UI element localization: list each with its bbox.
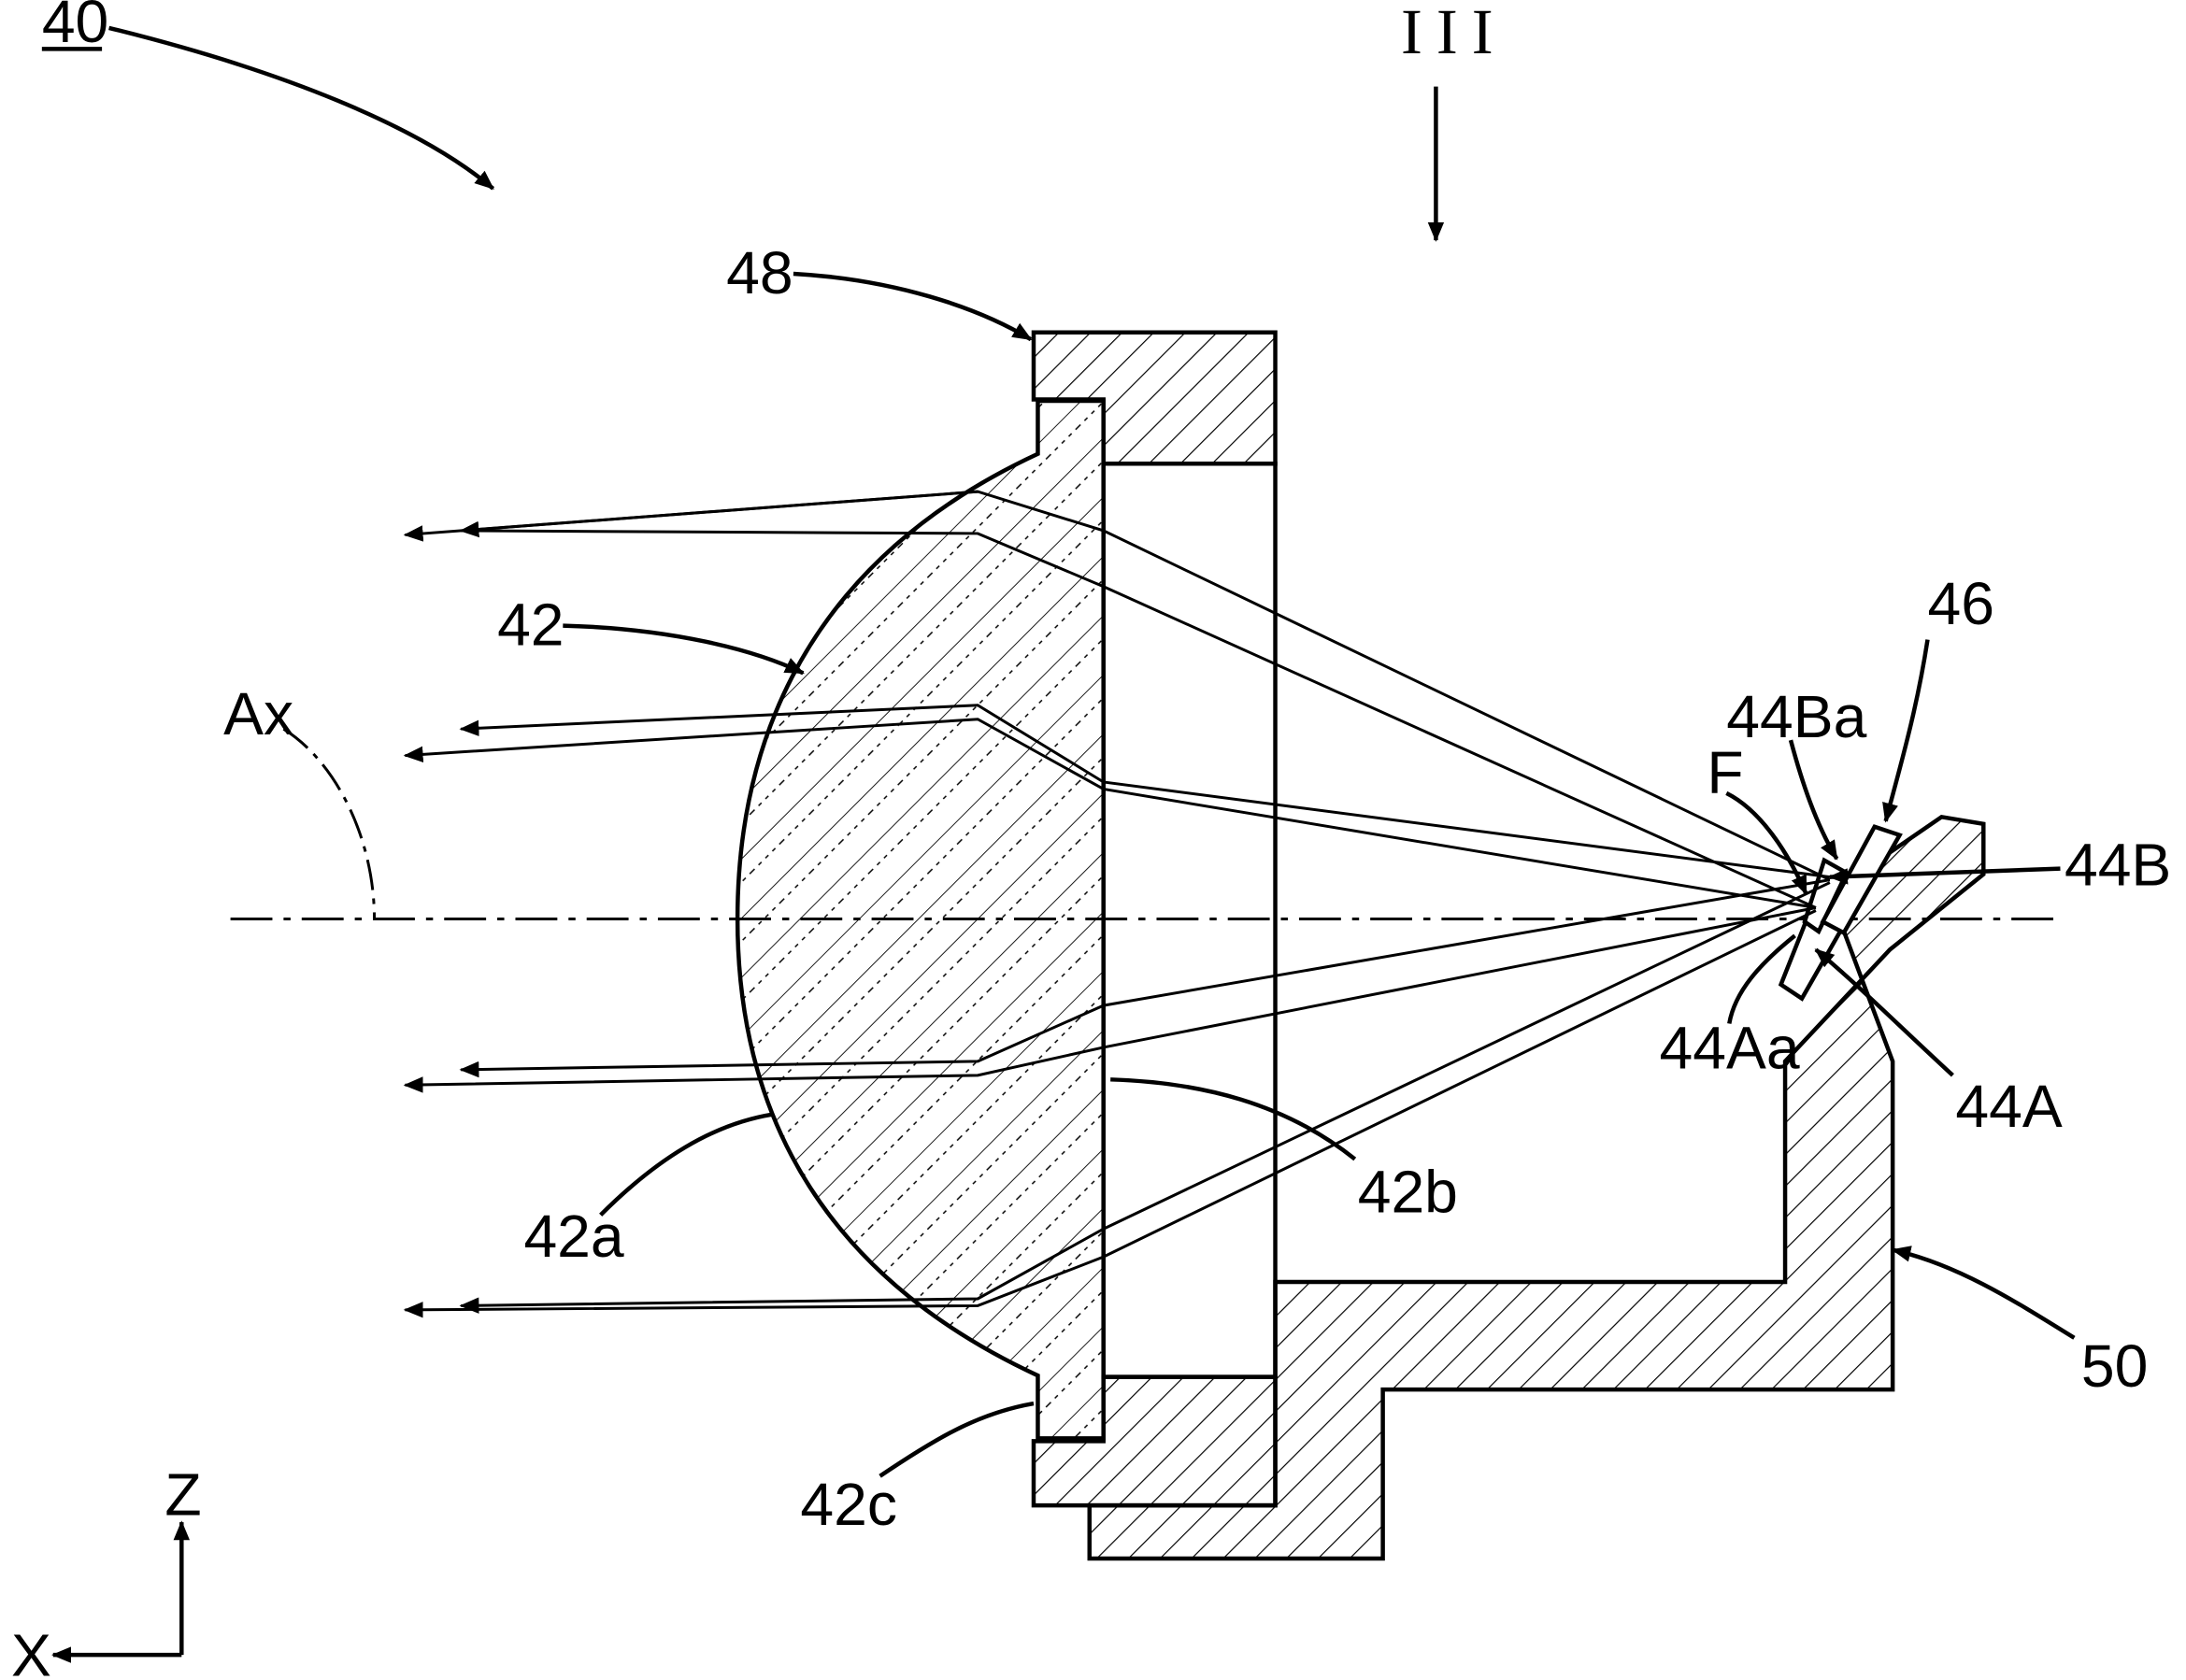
label-view-marker: III — [1401, 0, 1507, 67]
label-focal-point: F — [1707, 739, 1743, 806]
ray-low-1 — [459, 878, 1831, 1078]
label-lens-front-surface: 42a — [523, 1203, 623, 1270]
label-light-source-a-surface: 44Aa — [1660, 1014, 1800, 1081]
ray-upper-2 — [461, 529, 1817, 909]
label-bracket: 50 — [2081, 1332, 2148, 1400]
bracket-50-shape — [1087, 814, 1986, 1561]
label-axis: Ax — [223, 680, 293, 747]
label-lens: 42 — [497, 591, 564, 659]
label-axis-z: Z — [164, 1461, 201, 1529]
leader-lines — [41, 25, 2076, 1478]
light-rays — [403, 490, 1831, 1318]
ray-mid-2 — [403, 718, 1817, 909]
ray-low-2 — [403, 906, 1817, 1093]
substrate-46 — [1820, 824, 1903, 936]
label-light-source-b: 44B — [2065, 832, 2171, 899]
ray-bottom-2 — [403, 909, 1817, 1318]
coordinate-axes — [51, 1520, 191, 1663]
label-light-source-b-surface: 44Ba — [1726, 683, 1866, 750]
label-substrate: 46 — [1928, 570, 1994, 637]
label-light-source-a: 44A — [1955, 1073, 2062, 1140]
label-assembly: 40 — [42, 0, 108, 55]
label-axis-x: X — [11, 1621, 51, 1680]
lens-42-body — [735, 398, 1106, 1441]
ray-bottom-1 — [459, 881, 1831, 1314]
label-holder: 48 — [726, 239, 793, 306]
label-lens-flange: 42c — [800, 1471, 897, 1538]
label-lens-rear-surface: 42b — [1358, 1158, 1458, 1225]
ray-mid-1 — [459, 704, 1831, 879]
